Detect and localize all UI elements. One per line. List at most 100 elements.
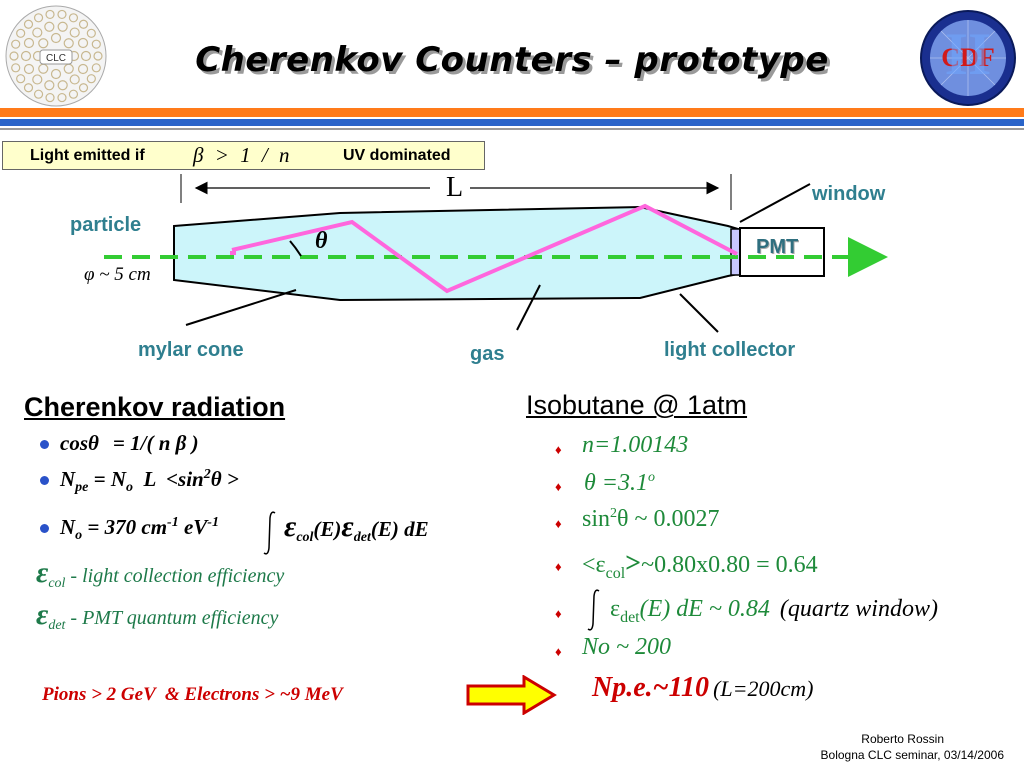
diamond-1: ♦ <box>555 442 562 457</box>
clc-logo-cell <box>69 27 80 38</box>
bullet-1 <box>40 440 49 449</box>
npe-sin: L <sin <box>133 467 204 491</box>
npe-result-length: (L=200cm) <box>713 676 814 701</box>
page-title: Cherenkov Counters – prototype <box>195 40 829 80</box>
iso-sin-row: sin2θ ~ 0.0027 <box>582 506 720 533</box>
clc-logo-cell <box>45 9 55 20</box>
iso-sin-text: sin <box>582 506 611 532</box>
blue-band <box>0 119 1024 126</box>
npe-n: N <box>60 467 76 491</box>
npe-sub2: o <box>126 480 134 496</box>
result-arrow <box>466 675 557 715</box>
npe-theta: θ > <box>210 467 239 491</box>
clc-logo-cell <box>44 21 55 32</box>
clc-logo-cell <box>77 63 89 75</box>
isobutane-heading: Isobutane @ 1atm <box>526 390 748 420</box>
npe-result-value: Np.e.~110 <box>592 672 710 703</box>
iso-col-sub: col <box>605 564 626 582</box>
clc-logo-cell <box>57 9 67 20</box>
clc-logo-cell <box>9 51 19 61</box>
no-row: No = 370 cm-1 eV-1 <box>60 515 219 544</box>
clc-logo-cell <box>33 89 44 99</box>
light-box-suffix: UV dominated <box>343 147 451 164</box>
particle-label: particle <box>70 214 142 236</box>
footer-author: Roberto Rossin <box>861 732 944 746</box>
length-label: L <box>446 172 464 203</box>
mylar-cone-label: mylar cone <box>138 339 244 361</box>
clc-logo-cell <box>91 63 101 73</box>
eps-det-line-sub: det <box>48 618 66 633</box>
iso-det-value: (E) dE ~ 0.84 <box>639 596 770 622</box>
clc-logo-cell <box>38 38 49 49</box>
cdf-logo-numeral: II <box>945 21 992 87</box>
cos-theta-lhs: cosθ <box>60 431 99 455</box>
iso-theta-value: θ =3.1 <box>584 470 648 496</box>
bullet-3 <box>40 524 49 533</box>
gas-pointer <box>516 284 541 331</box>
phi-label: φ ~ 5 cm <box>84 264 151 285</box>
eps-col-symbol: ε <box>284 510 297 543</box>
detector-diagram <box>104 174 888 333</box>
eps-col-line-sub: col <box>48 576 66 591</box>
clc-logo-cell <box>23 19 34 29</box>
iso-no-row: No ~ 200 <box>582 634 671 660</box>
no-sup2: -1 <box>207 515 219 530</box>
cdf-logo-text: CDF <box>941 43 994 72</box>
eps-col-line: εcol - light collection efficiency <box>36 556 284 592</box>
eps-col-line-symbol: ε <box>36 556 49 589</box>
clc-logo-cell <box>91 39 101 49</box>
clc-logo-cell <box>20 50 32 62</box>
clc-logo-cell <box>57 92 67 103</box>
clc-logo-cell <box>11 39 21 49</box>
clc-logo-cell <box>68 89 79 99</box>
clc-logo-cell <box>69 74 80 85</box>
light-collector-label: light collector <box>664 339 796 361</box>
eps-det-sub: det <box>353 530 371 546</box>
iso-sin-sup: 2 <box>610 506 618 521</box>
cos-theta-row: cosθ = 1/( n β ) <box>60 431 199 456</box>
clc-logo-cell <box>86 74 96 84</box>
clc-logo-cell <box>16 28 26 38</box>
no-sup: -1 <box>167 515 179 530</box>
footer-event: Bologna CLC seminar, 03/14/2006 <box>820 748 1004 762</box>
diamond-4: ♦ <box>555 559 562 574</box>
cos-theta-rhs: = 1/( n β ) <box>112 431 199 455</box>
theta-label: θ <box>315 228 328 254</box>
orange-band <box>0 108 1024 117</box>
eps-det-e: (E) dE <box>370 517 429 541</box>
clc-logo-cell <box>57 80 68 91</box>
iso-integral-sign <box>587 589 600 631</box>
integral-sign <box>263 511 276 555</box>
clc-logo-cell <box>23 37 35 49</box>
clc-logo: CLC <box>5 5 107 107</box>
light-box-prefix: Light emitted if <box>30 147 145 164</box>
bullet-2 <box>40 476 49 485</box>
npe-result: Np.e.~110 (L=200cm) <box>592 672 813 704</box>
eps-det-line-symbol: ε <box>36 598 49 631</box>
no-ev: eV <box>178 515 208 539</box>
iso-sin-value: θ ~ 0.0027 <box>617 506 720 532</box>
no-sub: o <box>75 528 83 544</box>
window-pointer <box>739 183 811 223</box>
iso-det-row: εdet(E) dE ~ 0.84 (quartz window) <box>610 596 938 627</box>
gas-label: gas <box>470 343 505 365</box>
light-condition-box: Light emitted if β > 1 / n UV dominated <box>2 141 485 170</box>
window-label: window <box>812 183 886 205</box>
npe-eq: = N <box>88 467 127 491</box>
clc-logo-cell <box>23 83 34 93</box>
iso-det-eps: ε <box>610 596 621 622</box>
clc-logo-cell <box>32 74 43 85</box>
cherenkov-heading: Cherenkov radiation <box>24 392 286 422</box>
clc-logo-cell <box>78 19 89 29</box>
clc-logo-cell <box>11 63 21 73</box>
no-value: = 370 cm <box>82 515 168 539</box>
npe-sup: 2 <box>203 467 211 482</box>
eps-col-description: - light collection efficiency <box>65 565 285 587</box>
clc-logo-cell <box>45 92 55 103</box>
clc-logo-text: CLC <box>46 53 66 64</box>
iso-col-gt: > <box>625 548 642 579</box>
collector-pointer <box>679 293 719 333</box>
eps-det-symbol: ε <box>341 510 354 543</box>
cherenkov-ray-upper <box>231 203 738 294</box>
clc-logo-cell <box>68 13 79 23</box>
